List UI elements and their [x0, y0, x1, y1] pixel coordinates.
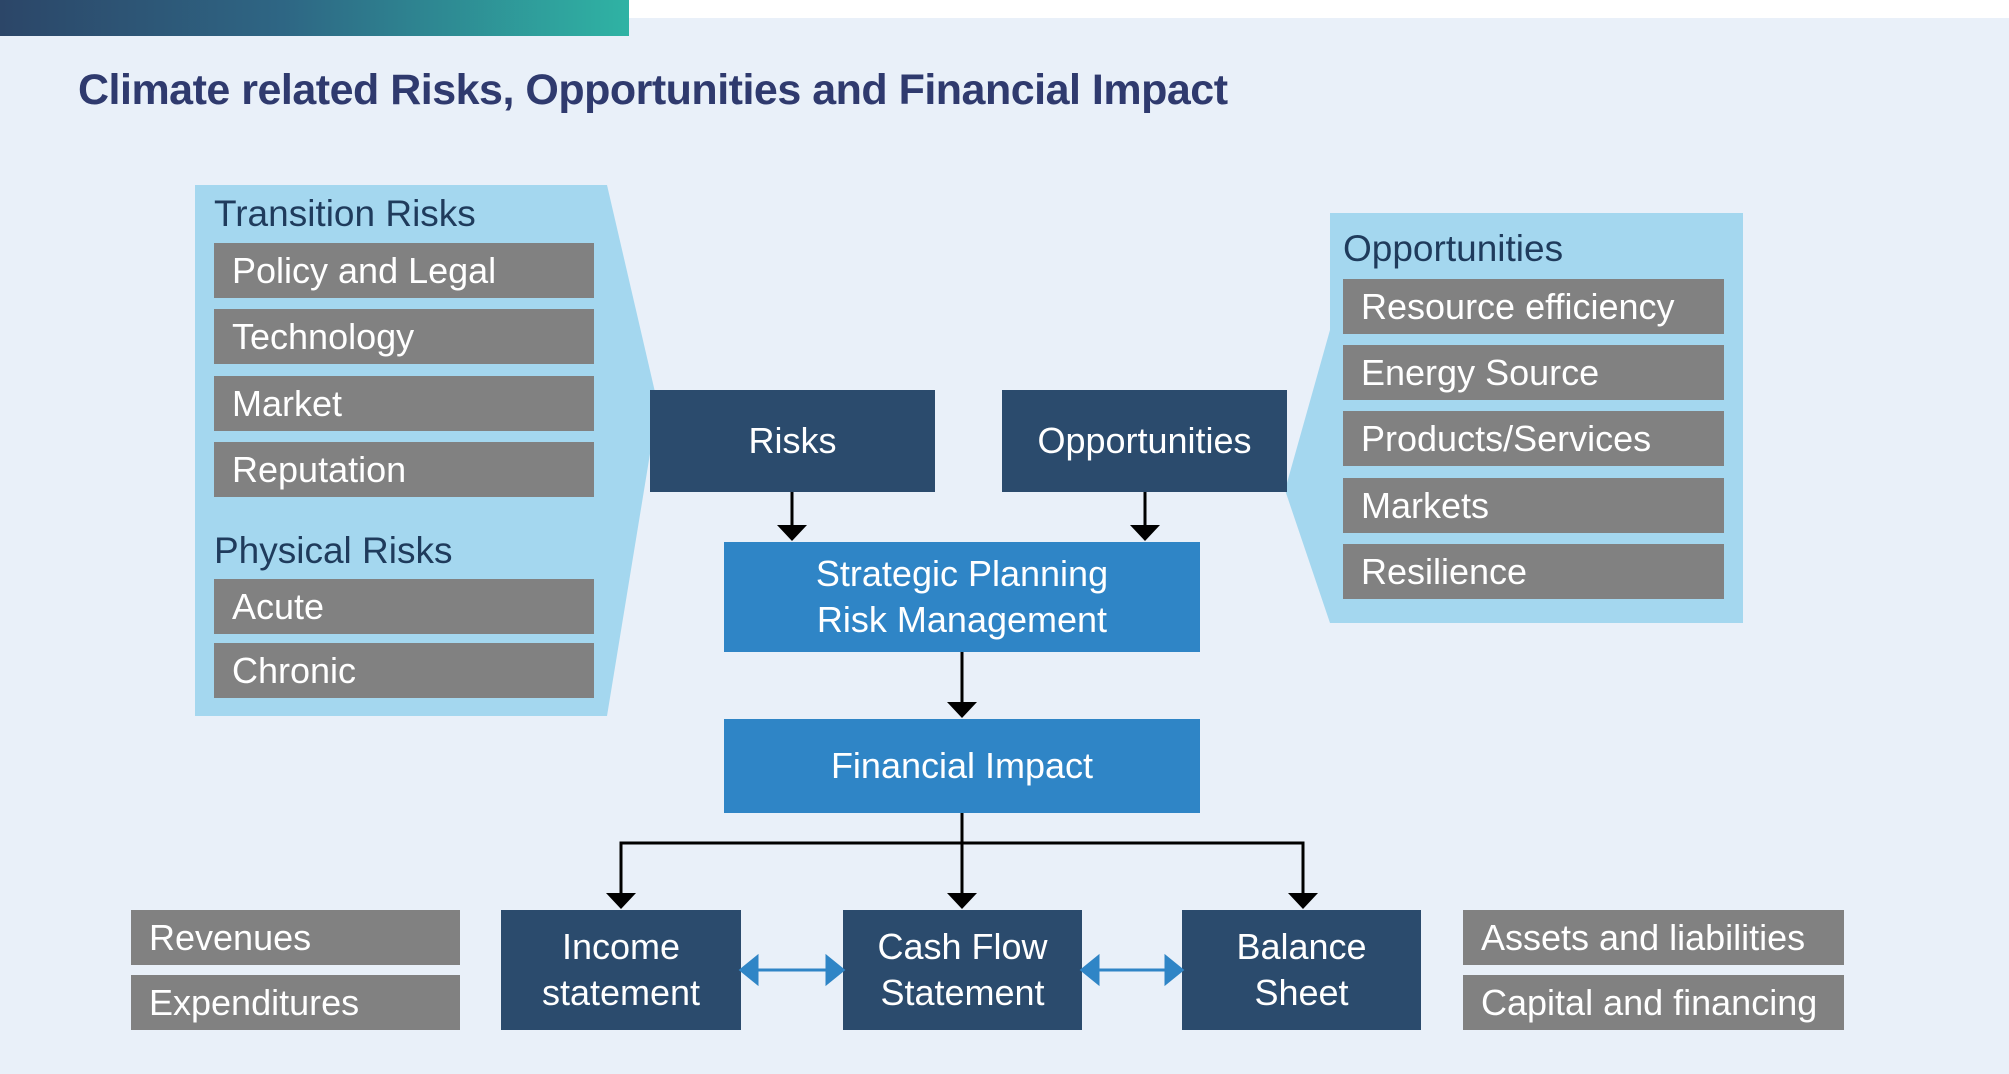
revenues-item: Revenues: [131, 910, 460, 965]
transition-risk-technology: Technology: [214, 309, 594, 364]
expenditures-item: Expenditures: [131, 975, 460, 1030]
opportunity-products-services: Products/Services: [1343, 411, 1724, 466]
transition-risks-label: Transition Risks: [214, 193, 476, 234]
opportunity-energy-source: Energy Source: [1343, 345, 1724, 400]
opportunities-box: Opportunities: [1002, 390, 1287, 492]
strategic-planning-label: Strategic Planning Risk Management: [815, 553, 1109, 640]
page-title: Climate related Risks, Opportunities and…: [78, 66, 1228, 114]
cash-flow-statement-label: Cash Flow Statement: [877, 926, 1048, 1013]
balance-sheet-label: Balance Sheet: [1236, 926, 1367, 1013]
assets-liabilities-item: Assets and liabilities: [1463, 910, 1844, 965]
header-white-strip: [629, 0, 2009, 18]
income-statement-box: Income statement: [501, 910, 741, 1030]
cash-flow-statement-box: Cash Flow Statement: [843, 910, 1082, 1030]
opportunities-box-label: Opportunities: [1037, 420, 1252, 461]
capital-financing-item: Capital and financing: [1463, 975, 1844, 1030]
physical-risk-chronic: Chronic: [214, 643, 594, 698]
balance-sheet-box: Balance Sheet: [1182, 910, 1421, 1030]
transition-risk-policy: Policy and Legal: [214, 243, 594, 298]
financial-impact-label: Financial Impact: [830, 745, 1094, 786]
transition-risk-reputation: Reputation: [214, 442, 594, 497]
risks-box: Risks: [650, 390, 935, 492]
financial-impact-box: Financial Impact: [724, 719, 1200, 813]
transition-risk-market: Market: [214, 376, 594, 431]
risks-box-label: Risks: [748, 420, 837, 461]
opportunity-markets: Markets: [1343, 478, 1724, 533]
opportunity-resource-efficiency: Resource efficiency: [1343, 279, 1724, 334]
physical-risks-label: Physical Risks: [214, 530, 453, 571]
strategic-planning-box: Strategic Planning Risk Management: [724, 542, 1200, 652]
physical-risk-acute: Acute: [214, 579, 594, 634]
opportunities-panel-label: Opportunities: [1343, 228, 1564, 269]
income-statement-label: Income statement: [541, 926, 701, 1013]
header-accent-bar: [0, 0, 629, 36]
opportunity-resilience: Resilience: [1343, 544, 1724, 599]
